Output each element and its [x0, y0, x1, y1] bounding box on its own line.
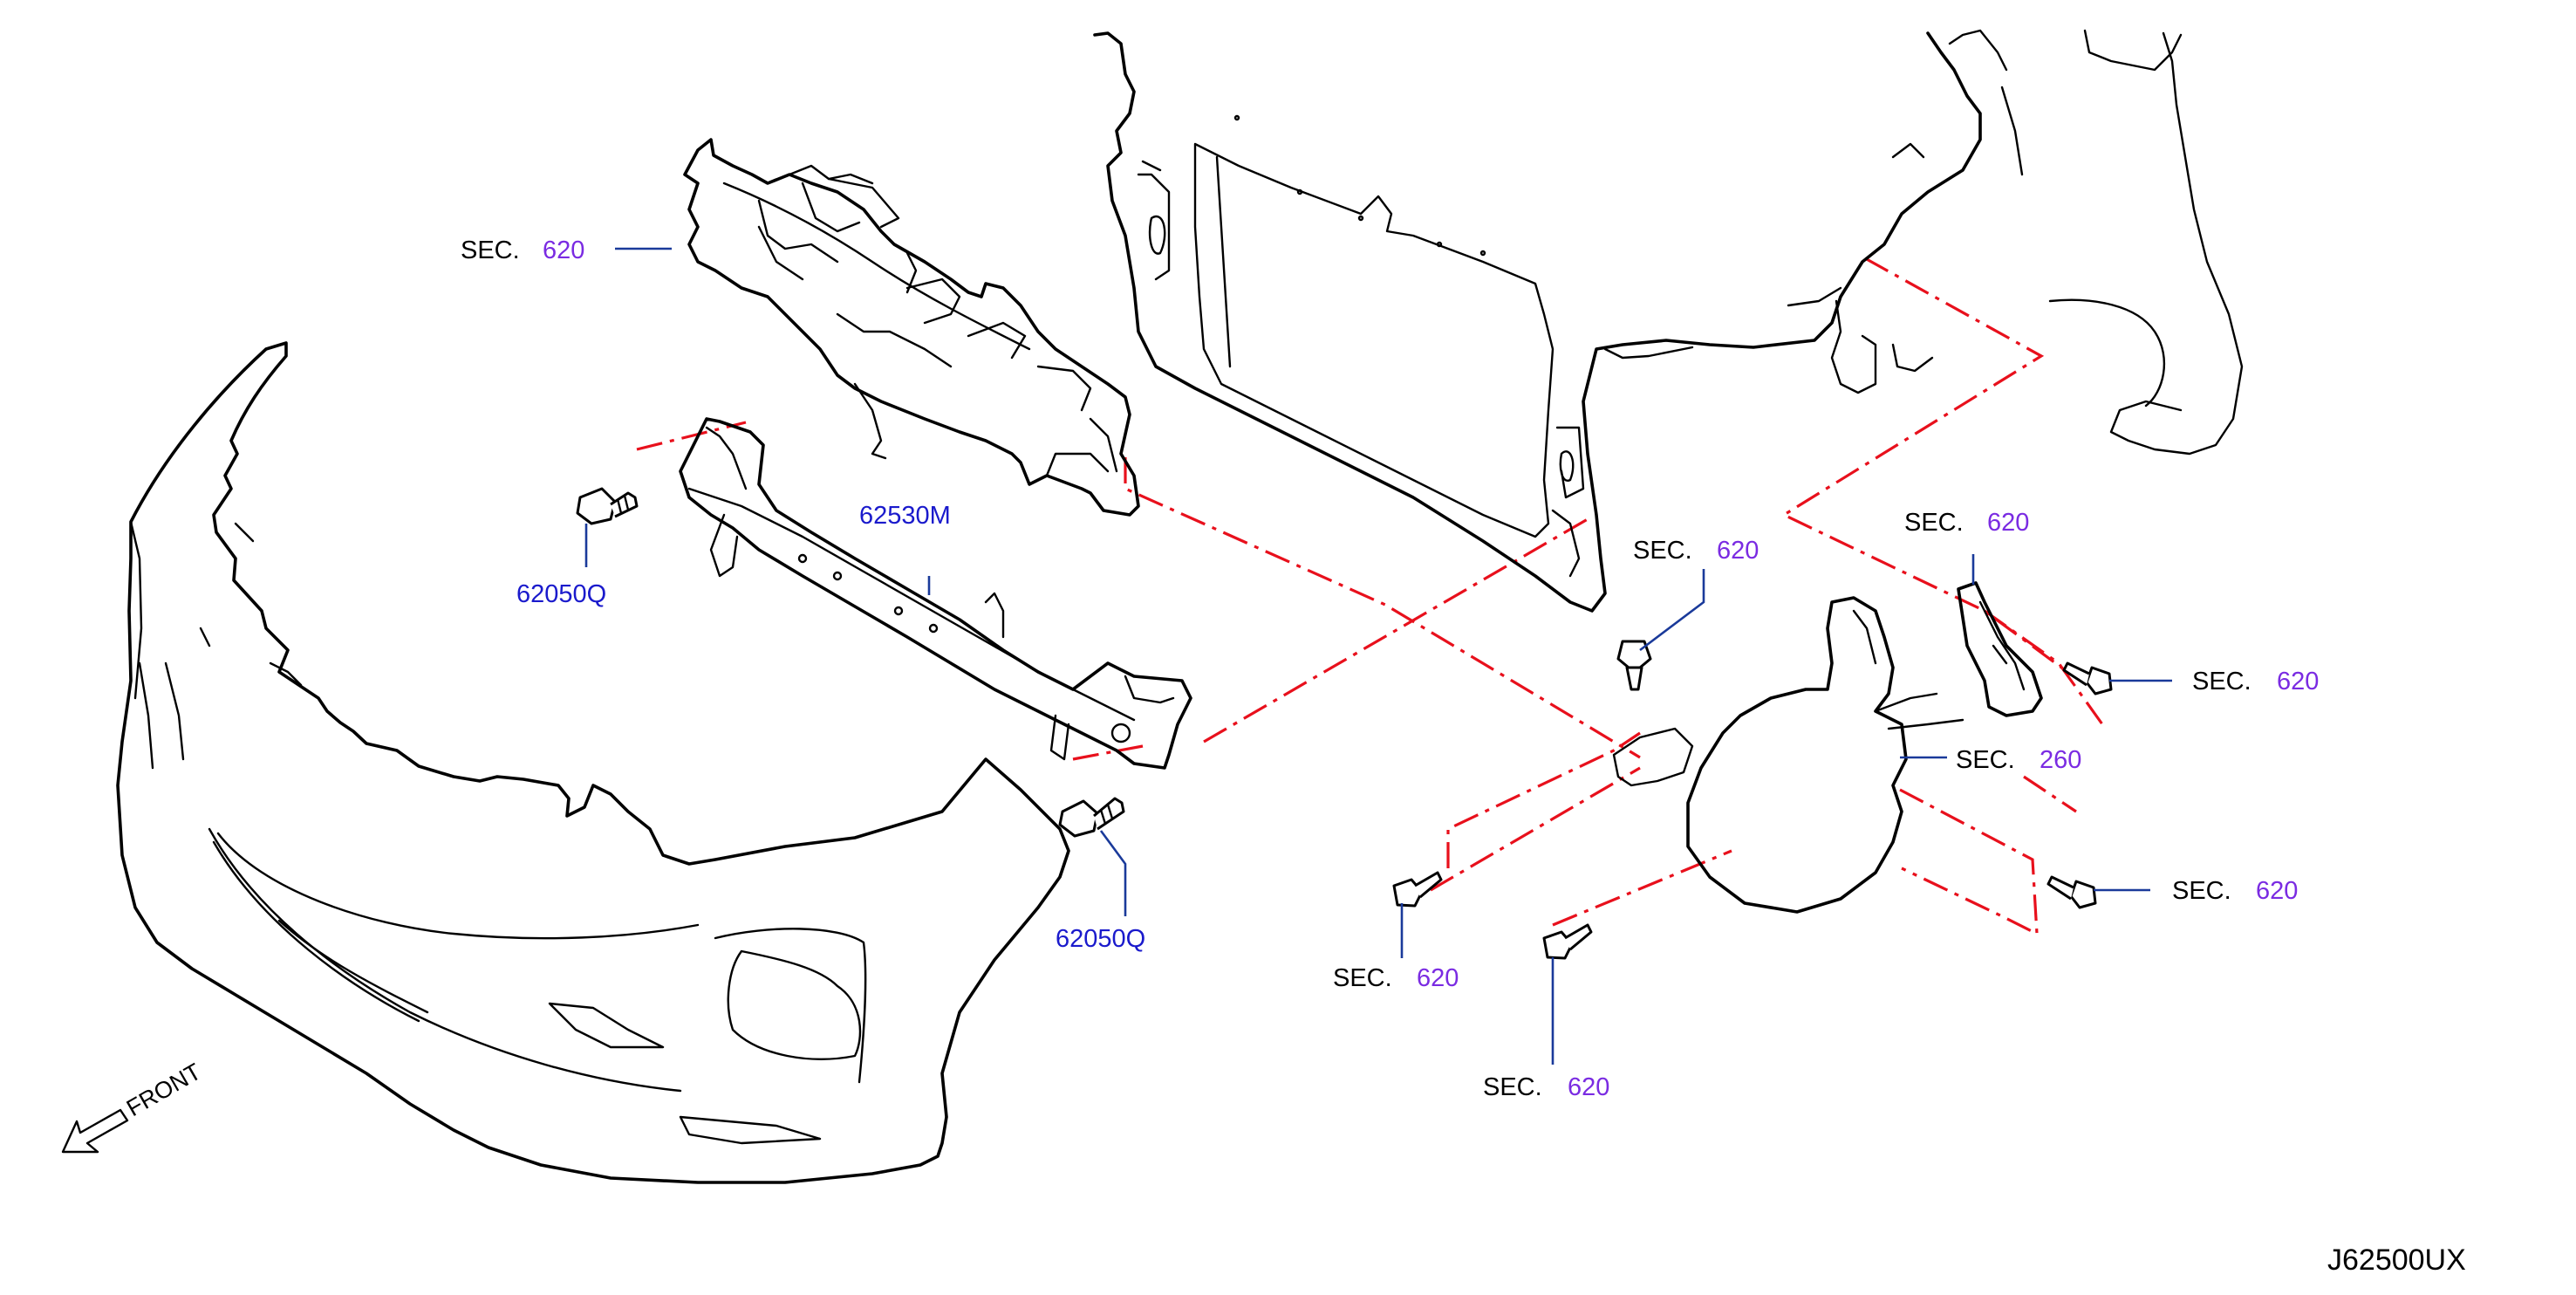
sec-prefix: SEC. [1904, 509, 1964, 537]
sec-number-620: 620 [543, 236, 584, 264]
callout-sec-620-splash-bracket: SEC. 620 [1904, 509, 2029, 537]
sec-prefix: SEC. [1633, 537, 1692, 565]
sec-prefix: SEC. [1956, 746, 2015, 774]
front-direction-arrow: FRONT [61, 1059, 206, 1154]
callout-62050q-left: 62050Q [516, 580, 606, 608]
sec-number-620: 620 [1987, 509, 2029, 537]
sec-prefix: SEC. [2192, 668, 2251, 695]
radiator-core-support [1093, 29, 2244, 613]
assembly-lines [636, 257, 2104, 936]
front-bumper-fascia [116, 341, 1070, 1184]
push-clip [1616, 640, 1652, 691]
callout-sec-620-screw-lower-right: SEC. 620 [2172, 877, 2298, 905]
screw-upper-right [2062, 661, 2113, 695]
sec-prefix: SEC. [1483, 1073, 1542, 1101]
front-label: FRONT [122, 1059, 206, 1121]
callout-sec-620-upper-support: SEC. 620 [461, 236, 584, 264]
sec-prefix: SEC. [461, 236, 520, 264]
screw-bottom [1542, 923, 1593, 960]
sec-prefix: SEC. [2172, 877, 2231, 905]
callout-sec-620-screw-upper-right: SEC. 620 [2192, 668, 2319, 695]
callout-62050q-right: 62050Q [1056, 925, 1145, 953]
sec-number-620: 620 [2256, 877, 2298, 905]
sec-number-620: 620 [1417, 964, 1459, 992]
upper-radiator-core-support [683, 138, 1140, 517]
callout-sec-620-push-clip: SEC. 620 [1633, 537, 1759, 565]
reinforcement-bolt-right [1058, 797, 1125, 838]
fender-splash-bracket [1957, 581, 2043, 717]
diagram-code: J62500UX [2327, 1244, 2466, 1277]
sec-number-620: 620 [1568, 1073, 1609, 1101]
screw-lower-left [1392, 871, 1443, 908]
headlamp-bracket [1612, 596, 1964, 914]
reinforcement-bolt-left [576, 487, 639, 525]
screw-lower-right [2046, 875, 2097, 909]
callout-sec-620-screw-bottom: SEC. 620 [1483, 1073, 1609, 1101]
sec-number-620: 620 [1717, 537, 1759, 565]
bumper-reinforcement [679, 417, 1192, 770]
sec-number-260: 260 [2040, 746, 2081, 774]
callout-sec-620-screw-lower-left: SEC. 620 [1333, 964, 1459, 992]
sec-number-620: 620 [2277, 668, 2319, 695]
callout-sec-260-headlamp-bracket: SEC. 260 [1956, 746, 2081, 774]
callout-62530m: 62530M [859, 502, 951, 530]
sec-prefix: SEC. [1333, 964, 1392, 992]
leader-lines [584, 247, 2172, 1065]
